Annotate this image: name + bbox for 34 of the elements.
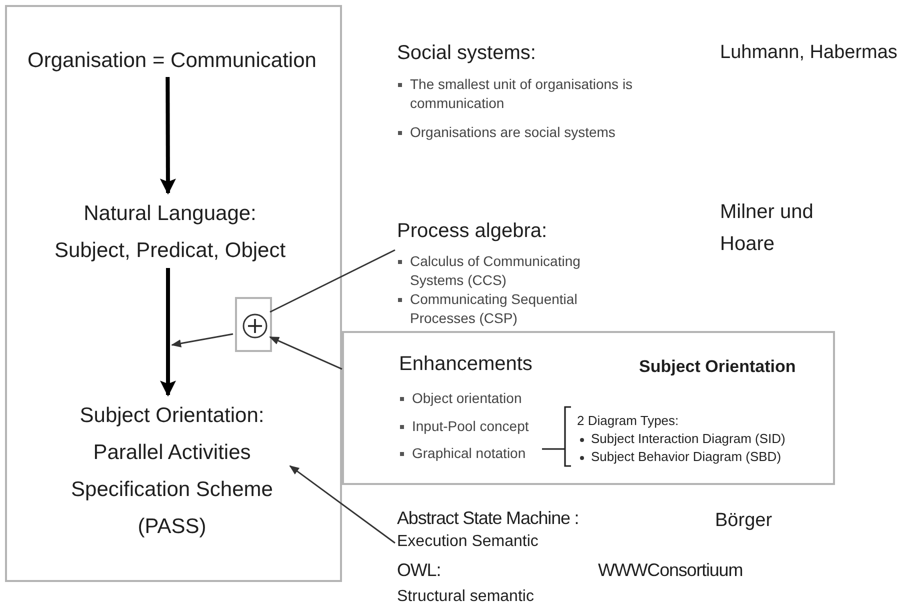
panel-box (5, 5, 342, 582)
node-text: Subject Orientation: Parallel Activities Specification Scheme (PASS) (70, 403, 274, 540)
panel-title: Subject Orientation (639, 357, 796, 377)
bullet-point: The smallest unit of organisations is communication (397, 75, 667, 113)
label-text: WWWConsortiuum (598, 560, 743, 581)
name-text: Börger (715, 510, 772, 532)
node-text: Organisation = Communication (26, 48, 318, 74)
bullet-point: Input-Pool concept (399, 417, 569, 436)
arrow (171, 333, 234, 348)
bullet-point: Communicating Sequential Processes (CSP) (397, 290, 612, 328)
list-item: Subject Behavior Diagram (SBD) (577, 448, 782, 466)
heading: Enhancements (399, 353, 532, 376)
label-text: Structural semantic (397, 588, 534, 606)
heading: Social systems: (397, 42, 536, 65)
node-text: Natural Language: Subject, Predicat, Object (53, 201, 287, 264)
bullet-point: Graphical notation (399, 444, 569, 463)
heading: Abstract State Machine : (397, 508, 579, 529)
connector-line (270, 249, 396, 313)
subheading: Execution Semantic (397, 533, 538, 551)
bullet-point: Object orientation (399, 389, 569, 408)
list-item: Subject Interaction Diagram (SID) (577, 430, 786, 448)
bullet-point: Calculus of Communicating Systems (CCS) (397, 252, 612, 290)
arrow (269, 336, 342, 370)
bullet-point: Organisations are social systems (397, 123, 667, 142)
panel-box (342, 331, 835, 485)
name-text: Milner und Hoare (720, 200, 814, 257)
name-text: Luhmann, Habermas (720, 42, 898, 64)
arrow (289, 465, 396, 544)
label-text: OWL: (397, 560, 441, 581)
arrow (160, 77, 176, 195)
arrow (160, 268, 176, 397)
list-heading: 2 Diagram Types: (577, 412, 679, 430)
heading: Process algebra: (397, 220, 548, 243)
panel-box (235, 297, 272, 352)
